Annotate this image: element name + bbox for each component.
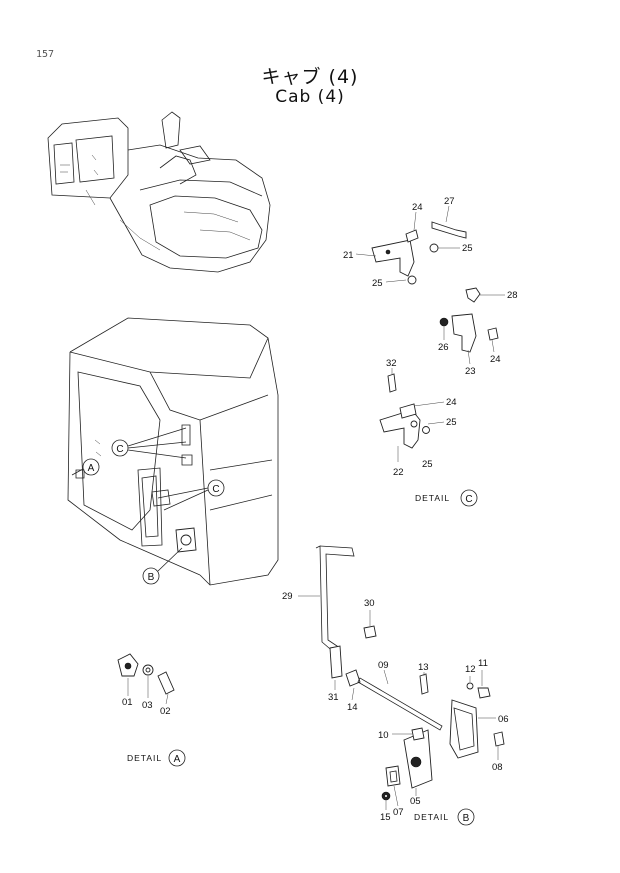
svg-text:DETAIL: DETAIL — [415, 493, 450, 503]
part-label-06: 06 — [498, 714, 509, 725]
callout-a[interactable]: A — [71, 458, 100, 476]
page-title-english: Cab (4) — [275, 87, 345, 107]
callout-c-lower[interactable]: C — [157, 479, 225, 511]
detail-b-drawing — [315, 545, 505, 801]
part-label-07: 07 — [393, 807, 404, 818]
part-label-12: 12 — [465, 664, 476, 675]
part-label-23: 23 — [465, 366, 476, 377]
svg-text:C: C — [116, 444, 123, 455]
part-label-24: 24 — [446, 397, 457, 408]
part-label-32: 32 — [386, 358, 397, 369]
detail-c-caption[interactable]: DETAIL C — [415, 489, 478, 507]
svg-text:B: B — [148, 572, 155, 583]
detail-b-leaders — [298, 595, 499, 810]
part-label-24: 24 — [412, 202, 423, 213]
detail-a-drawing — [117, 653, 175, 705]
detail-c-drawing — [371, 221, 499, 449]
part-label-25: 25 — [422, 459, 433, 470]
callout-b[interactable]: B — [142, 547, 183, 585]
svg-text:C: C — [212, 484, 219, 495]
excavator-overview-drawing — [47, 111, 271, 273]
part-label-02: 02 — [160, 706, 171, 717]
part-label-10: 10 — [378, 730, 389, 741]
part-label-26: 26 — [438, 342, 449, 353]
part-label-03: 03 — [142, 700, 153, 711]
svg-text:DETAIL: DETAIL — [127, 753, 162, 763]
svg-text:C: C — [465, 494, 472, 505]
part-label-01: 01 — [122, 697, 133, 708]
page-title-japanese: キャブ (4) — [261, 66, 359, 88]
part-label-08: 08 — [492, 762, 503, 773]
part-label-29: 29 — [282, 591, 293, 602]
part-label-27: 27 — [444, 196, 455, 207]
part-label-31: 31 — [328, 692, 339, 703]
detail-c-leaders — [355, 205, 505, 462]
part-label-25: 25 — [372, 278, 383, 289]
part-label-09: 09 — [378, 660, 389, 671]
part-label-14: 14 — [347, 702, 358, 713]
part-label-30: 30 — [364, 598, 375, 609]
part-label-25: 25 — [462, 243, 473, 254]
page-number: 157 — [36, 49, 55, 60]
part-label-15: 15 — [380, 812, 391, 823]
svg-text:A: A — [174, 754, 181, 765]
callout-c-upper[interactable]: C — [111, 427, 187, 459]
svg-text:A: A — [88, 463, 95, 474]
part-label-28: 28 — [507, 290, 518, 301]
part-label-05: 05 — [410, 796, 421, 807]
detail-a-caption[interactable]: DETAIL A — [127, 749, 186, 767]
part-label-21: 21 — [343, 250, 354, 261]
part-label-25: 25 — [446, 417, 457, 428]
svg-text:DETAIL: DETAIL — [414, 812, 449, 822]
cab-body-drawing — [67, 317, 279, 586]
svg-text:B: B — [463, 813, 470, 824]
part-label-11: 11 — [478, 658, 488, 669]
detail-b-caption[interactable]: DETAIL B — [414, 808, 475, 826]
part-label-24: 24 — [490, 354, 501, 365]
part-label-13: 13 — [418, 662, 429, 673]
part-label-22: 22 — [393, 467, 404, 478]
